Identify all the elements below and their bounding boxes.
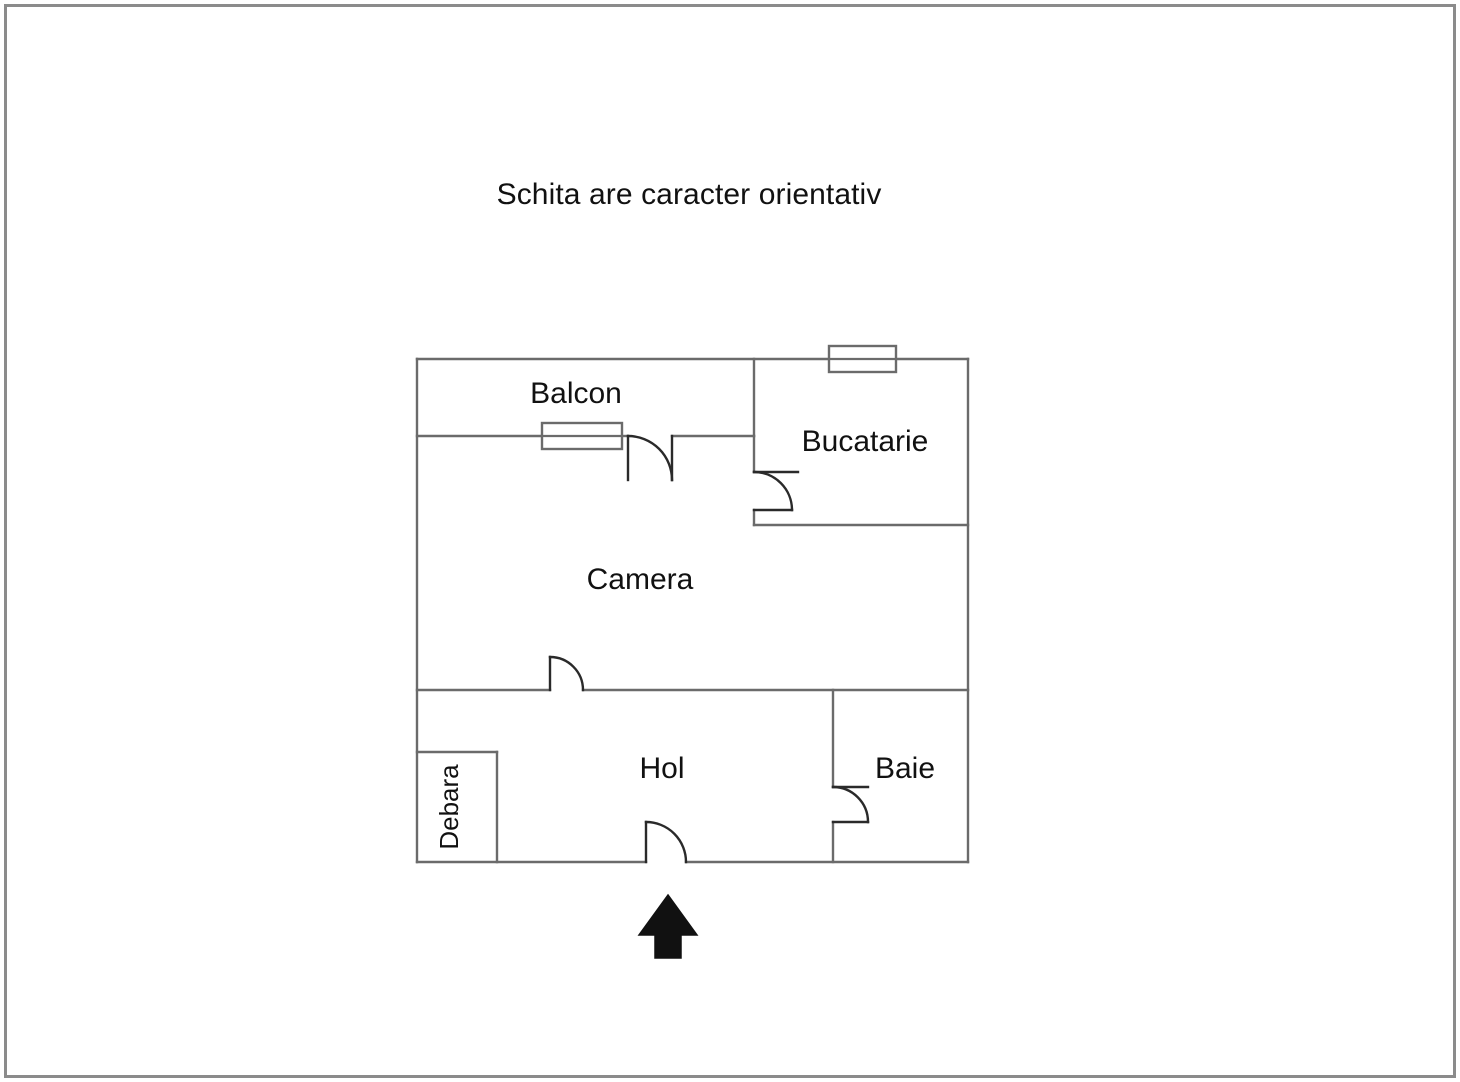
door-entrance-arc — [644, 820, 688, 864]
door-baie-arc — [831, 785, 870, 824]
room-label-debara: Debara — [434, 764, 464, 850]
room-label-balcon: Balcon — [530, 377, 622, 410]
door-camera-hol-arc — [548, 655, 585, 692]
room-labels-group: Balcon Bucatarie Camera Hol Baie Debara — [434, 377, 935, 850]
door-balcon-arc — [626, 434, 674, 482]
room-label-bucatarie: Bucatarie — [802, 425, 929, 458]
page-title: Schita are caracter orientativ — [496, 178, 882, 211]
room-label-baie: Baie — [875, 752, 935, 785]
window-mullions — [542, 357, 896, 438]
room-label-camera: Camera — [587, 563, 694, 596]
doors-group — [548, 434, 870, 864]
entrance-arrow — [637, 893, 699, 959]
entrance-arrow-shape — [637, 893, 699, 959]
door-bucatarie-arc — [752, 470, 794, 512]
room-label-hol: Hol — [639, 752, 684, 785]
